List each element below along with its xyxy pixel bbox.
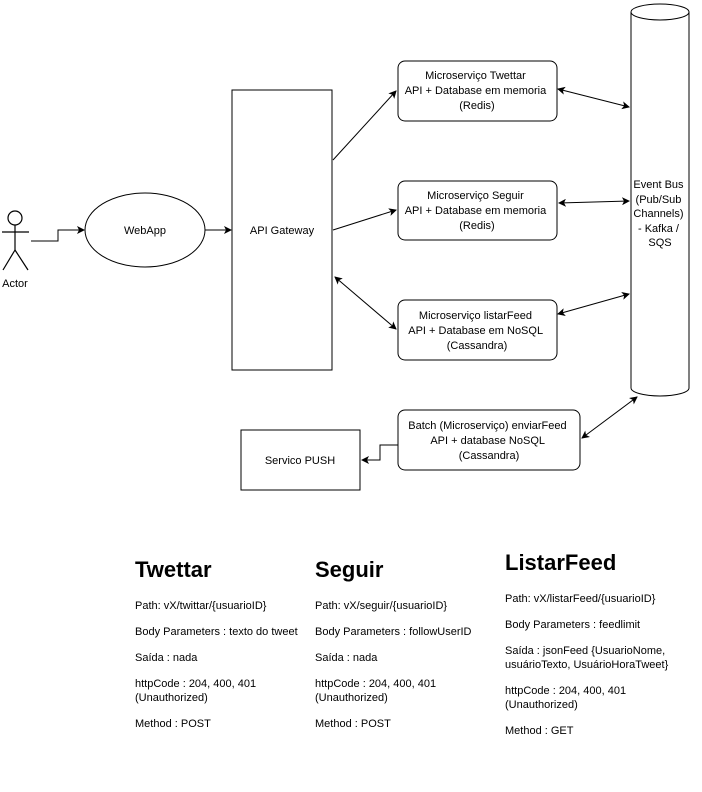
edge-gateway-twettar: [332, 90, 397, 161]
seguir-spec: Seguir Path: vX/seguir/{usuarioID} Body …: [315, 557, 495, 743]
twettar-spec-method: Method : POST: [135, 718, 211, 730]
batch-enviarfeed-label: Batch (Microserviço) enviarFeed API + da…: [408, 420, 569, 462]
edge-batch-eventbus: [581, 396, 638, 439]
twettar-spec-title: Twettar: [135, 557, 212, 582]
seguir-service-label: Microserviço Seguir API + Database em me…: [405, 190, 550, 232]
event-bus-node[interactable]: [630, 3, 690, 397]
twettar-spec-path: Path: vX/twittar/{usuarioID}: [135, 600, 267, 612]
push-service-node[interactable]: [240, 429, 361, 491]
edge-listarfeed-eventbus: [557, 292, 630, 316]
listarfeed-spec-body: Body Parameters : feedlimit: [505, 619, 641, 631]
edge-twettar-eventbus: [557, 86, 630, 110]
seguir-service-node[interactable]: [397, 180, 558, 241]
webapp-label: WebApp: [124, 225, 166, 237]
seguir-spec-title: Seguir: [315, 557, 384, 582]
twettar-spec: Twettar Path: vX/twittar/{usuarioID} Bod…: [135, 557, 315, 743]
listarfeed-service-label: Microserviço listarFeed API + Database e…: [408, 310, 545, 352]
seguir-spec-path: Path: vX/seguir/{usuarioID}: [315, 600, 448, 612]
edge-actor-webapp: [31, 226, 85, 242]
push-service-label: Servico PUSH: [265, 455, 335, 467]
twettar-service-node[interactable]: [397, 60, 558, 122]
twettar-service-label: Microserviço Twettar API + Database em m…: [405, 70, 550, 112]
seguir-spec-httpcode: httpCode : 204, 400, 401 (Unauthorized): [315, 678, 437, 704]
api-gateway-label: API Gateway: [250, 225, 315, 237]
batch-enviarfeed-node[interactable]: [397, 409, 581, 471]
actor-icon: [2, 210, 29, 271]
twettar-spec-httpcode: httpCode : 204, 400, 401 (Unauthorized): [135, 678, 257, 704]
seguir-spec-body: Body Parameters : followUserID: [315, 626, 472, 638]
twettar-spec-saida: Saída : nada: [135, 652, 198, 664]
edge-batch-push: [361, 444, 398, 464]
listarfeed-spec-saida: Saída : jsonFeed {UsuarioNome, usuárioTe…: [505, 645, 669, 671]
edge-seguir-eventbus: [558, 197, 630, 207]
actor-label: Actor: [2, 278, 28, 290]
listarfeed-spec-httpcode: httpCode : 204, 400, 401 (Unauthorized): [505, 685, 627, 711]
listarfeed-spec-path: Path: vX/listarFeed/{usuarioID}: [505, 593, 656, 605]
twettar-spec-body: Body Parameters : texto do tweet: [135, 626, 298, 638]
listarfeed-spec: ListarFeed Path: vX/listarFeed/{usuarioI…: [505, 550, 695, 750]
api-gateway-node[interactable]: [231, 89, 333, 371]
seguir-spec-method: Method : POST: [315, 718, 391, 730]
event-bus-label: Event Bus (Pub/Sub Channels) - Kafka / S…: [633, 179, 686, 249]
listarfeed-spec-method: Method : GET: [505, 725, 574, 737]
seguir-spec-saida: Saída : nada: [315, 652, 378, 664]
edge-gateway-seguir: [332, 208, 397, 231]
listarfeed-spec-title: ListarFeed: [505, 550, 617, 575]
listarfeed-service-node[interactable]: [397, 299, 558, 361]
edge-gateway-listarfeed: [334, 276, 397, 330]
